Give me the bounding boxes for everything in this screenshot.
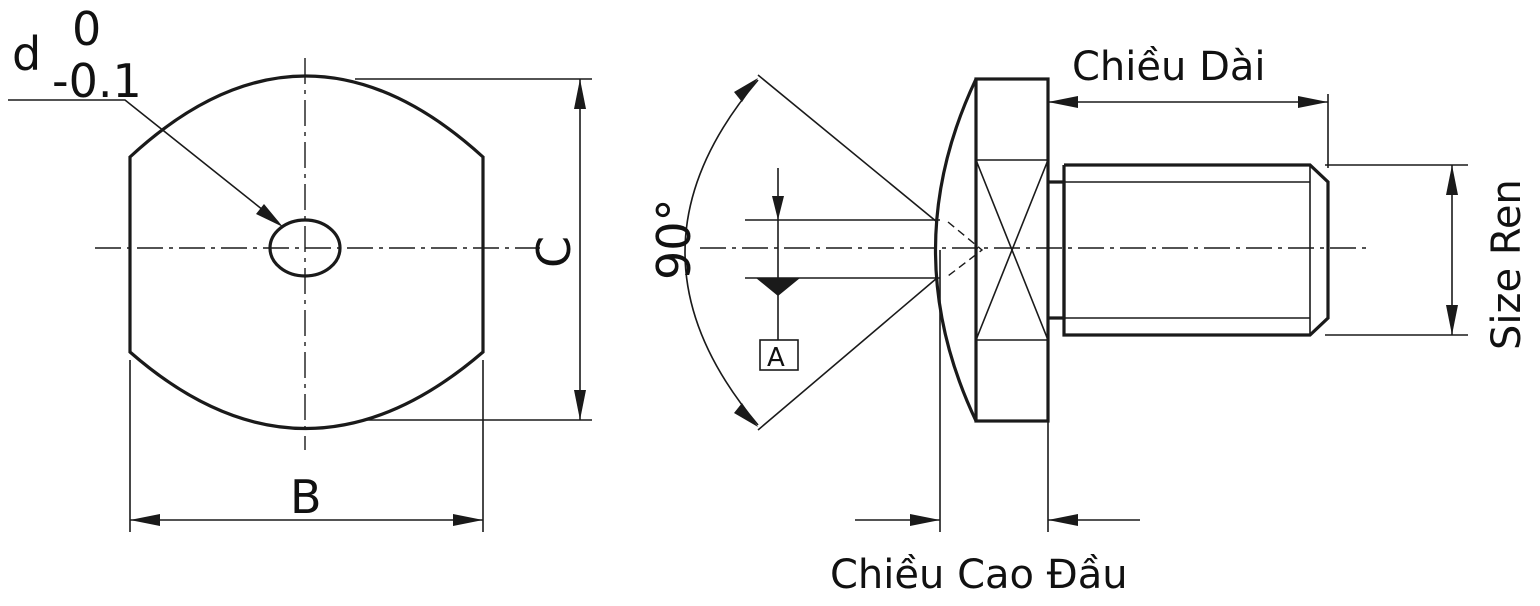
c-arrow-top <box>574 79 586 109</box>
diameter-leader <box>8 99 279 223</box>
head-height-arrow-right <box>1048 514 1078 526</box>
screw-shank <box>1062 163 1330 337</box>
length-label: Chiều Dài <box>1072 44 1266 90</box>
length-arrow-right <box>1298 96 1328 108</box>
cone-tip-hidden-lines <box>947 221 984 277</box>
thread-size-label: Size Ren <box>1484 179 1530 350</box>
center-hole <box>268 218 342 278</box>
angle-label: 90° <box>647 198 701 280</box>
hex-diagonal-2 <box>975 159 1049 341</box>
height-label: C <box>527 236 581 268</box>
angle-arc <box>684 79 759 426</box>
part-outline <box>128 74 485 430</box>
screw-neck <box>1048 180 1066 320</box>
angle-arrow-top <box>734 78 758 102</box>
thread-size-arrow-bottom <box>1446 305 1458 335</box>
diameter-symbol: d <box>12 27 41 81</box>
angle-arrow-bottom <box>734 403 758 427</box>
c-arrow-bottom <box>574 390 586 420</box>
diameter-lower-tolerance: -0.1 <box>52 54 142 108</box>
datum-label: A <box>767 343 785 373</box>
datum-triangle <box>756 278 800 296</box>
datum-box <box>759 339 799 371</box>
side-view <box>684 74 1468 532</box>
length-arrow-left <box>1048 96 1078 108</box>
cone-line-bottom <box>757 277 938 431</box>
screw-hex-head <box>974 77 1050 423</box>
b-arrow-left <box>130 514 160 526</box>
cone-line-top <box>757 74 938 223</box>
head-height-label: Chiều Cao Đầu <box>830 552 1128 598</box>
datum-arrow-head <box>772 196 784 220</box>
front-view <box>8 58 592 532</box>
width-label: B <box>290 470 322 524</box>
thread-size-arrow-top <box>1446 165 1458 195</box>
diameter-leader-arrow <box>256 204 283 227</box>
b-arrow-right <box>453 514 483 526</box>
screw-head-dome <box>933 78 978 422</box>
diameter-upper-tolerance: 0 <box>72 2 101 56</box>
head-height-arrow-left <box>910 514 940 526</box>
